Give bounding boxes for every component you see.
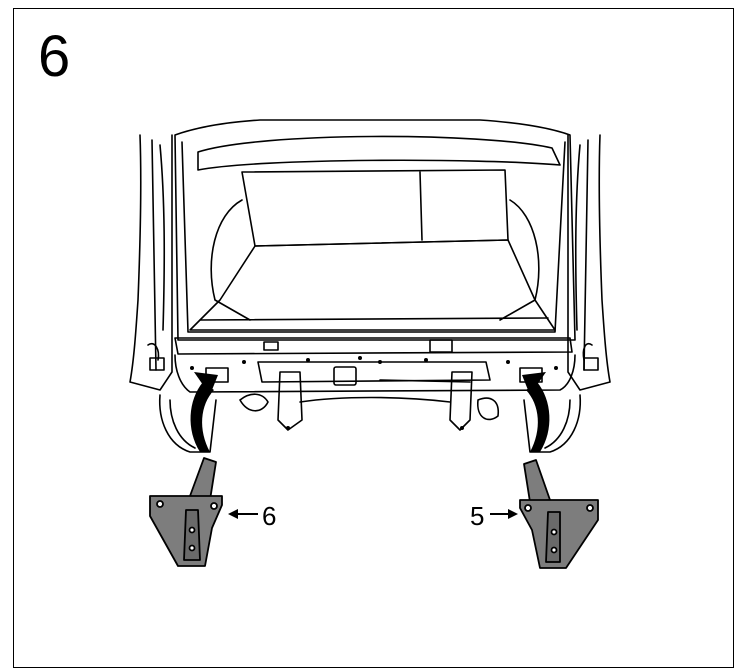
bracket-5-pointer [490,509,518,519]
left-frame-hanger [277,371,303,431]
vehicle-rear-illustration [129,119,611,569]
lower-rear-panel [174,354,576,393]
install-arrow-right [522,372,550,452]
install-arrow-left [190,372,218,452]
cargo-back-wall [241,169,509,247]
step-number: 6 [38,24,71,89]
rear-sill [174,337,573,355]
right-frame-hanger [449,371,473,431]
bracket-6-pointer [228,509,258,519]
bracket-5 [519,459,599,569]
cargo-floor [189,239,556,331]
left-tire [158,394,217,453]
bracket-6 [149,457,223,567]
right-tire [523,394,582,453]
callout-bracket-6: 6 [262,501,277,531]
door-opening [174,119,576,341]
callout-bracket-5: 5 [470,501,485,531]
roof-header [197,135,561,171]
left-body-side [129,134,173,391]
right-body-side [567,134,611,391]
